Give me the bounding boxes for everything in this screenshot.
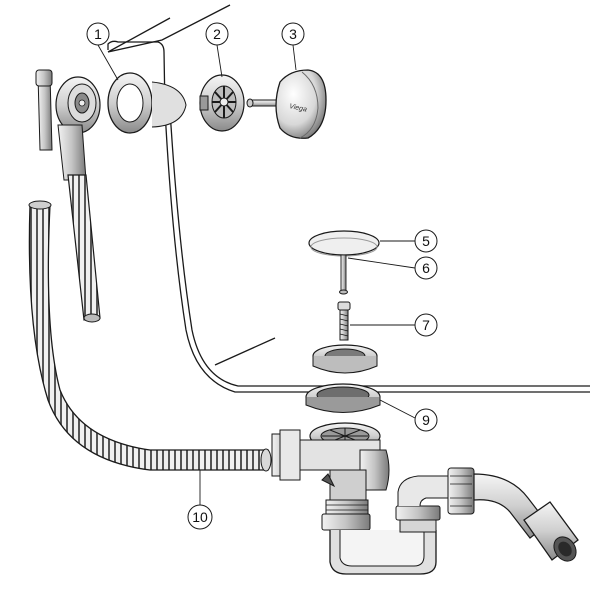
- callout-6: 6: [347, 256, 438, 280]
- callouts: 1 2 3 5 6 7 9: [86, 22, 438, 530]
- svg-text:3: 3: [289, 26, 297, 42]
- outlet-elbow: [447, 467, 579, 562]
- brand-stamp: Viega: [289, 103, 308, 114]
- svg-text:9: 9: [422, 412, 430, 428]
- svg-text:2: 2: [213, 26, 221, 42]
- callout-3: 3: [281, 22, 305, 71]
- overflow-ribbed-tube: [67, 174, 101, 323]
- overflow-assembly: [35, 69, 101, 323]
- trap: [321, 475, 451, 575]
- callout-5: 5: [380, 229, 438, 253]
- bathtub-outline: [107, 4, 590, 393]
- svg-text:1: 1: [94, 26, 102, 42]
- svg-text:6: 6: [422, 260, 430, 276]
- part-7-screw: [337, 301, 351, 341]
- callout-10: 10: [187, 470, 213, 530]
- svg-text:10: 10: [192, 509, 208, 525]
- part-1-rosette: [107, 72, 187, 134]
- callout-7: 7: [350, 313, 438, 337]
- callout-1: 1: [86, 22, 119, 81]
- part-2-overflow-spider: [199, 74, 245, 132]
- svg-text:7: 7: [422, 317, 430, 333]
- part-5-plug-head: [308, 230, 380, 257]
- callout-9: 9: [379, 399, 438, 432]
- corrugated-hose: [28, 200, 272, 472]
- callout-2: 2: [205, 22, 229, 78]
- part-3-knob: Viega: [246, 69, 327, 139]
- svg-text:5: 5: [422, 233, 430, 249]
- drain-body: [271, 422, 390, 501]
- part-9-seal: [305, 383, 381, 413]
- part-6-plug-stem: [339, 254, 348, 295]
- drain-flange-upper: [312, 344, 378, 374]
